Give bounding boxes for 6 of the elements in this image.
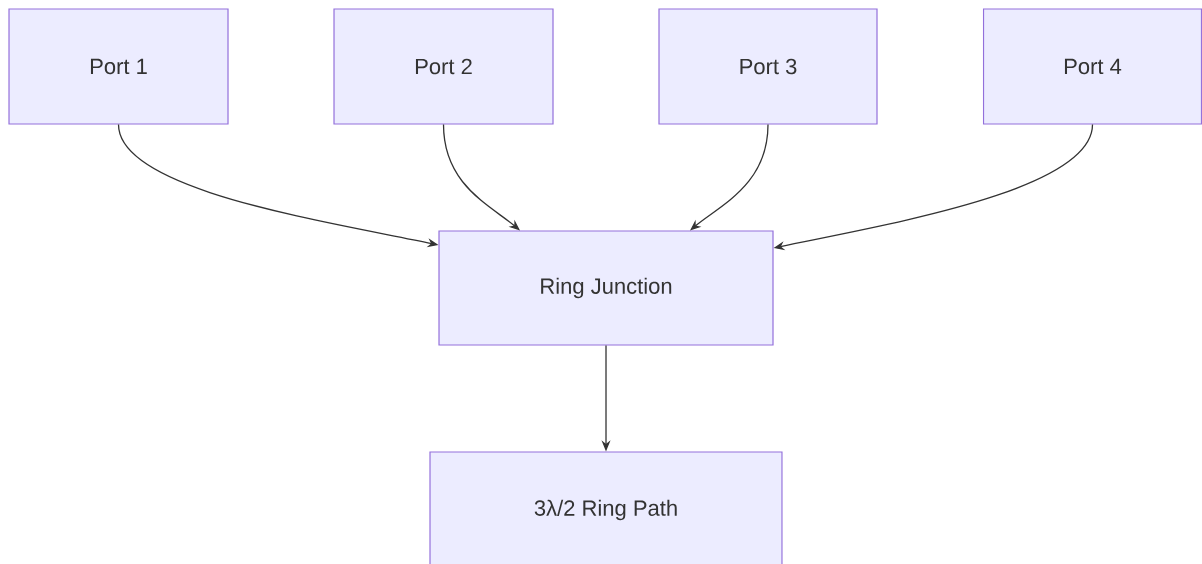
process-box: Port 1 <box>8 8 229 125</box>
process-box: Port 4 <box>982 8 1202 125</box>
process-box: Ring Junction <box>438 230 774 346</box>
process-box: Port 3 <box>658 8 878 125</box>
process-box: 3λ/2 Ring Path <box>429 451 783 564</box>
process-box: Port 2 <box>333 8 554 125</box>
